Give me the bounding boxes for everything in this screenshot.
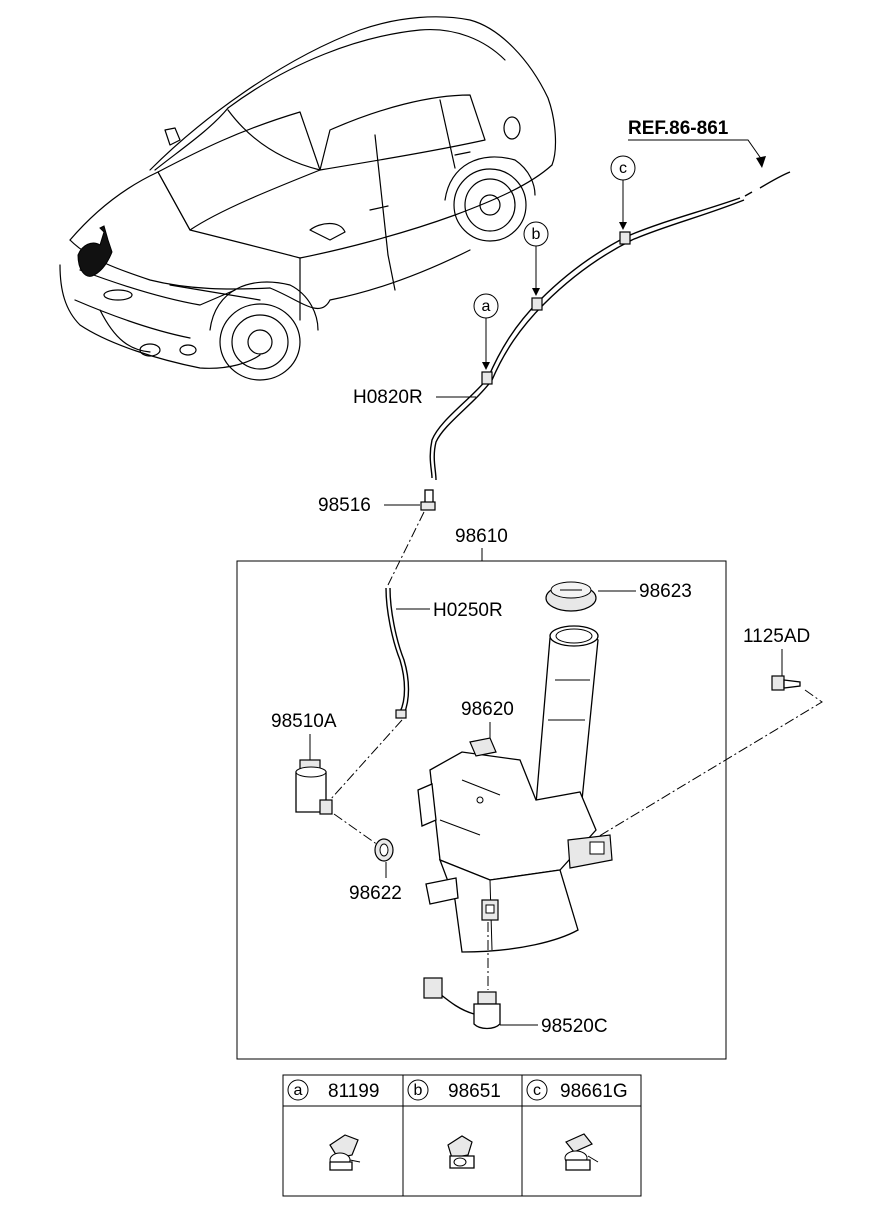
h0820r-label: H0820R xyxy=(353,387,423,408)
h0250r-label: H0250R xyxy=(433,600,503,621)
legend-part-b: 98651 xyxy=(448,1081,501,1102)
pump-label: 98510A xyxy=(271,711,337,732)
callout-c: c xyxy=(610,155,636,230)
clip-81199-drawing xyxy=(329,1134,361,1171)
reservoir-label: 98620 xyxy=(461,699,514,720)
legend-table: a 81199 b 98651 c 98661G xyxy=(282,1074,642,1197)
bolt-1125ad xyxy=(771,675,801,691)
ref-label: REF.86-861 xyxy=(628,118,729,139)
svg-text:a: a xyxy=(482,298,491,315)
legend-key-a: a xyxy=(294,1082,303,1099)
callout-a: a xyxy=(473,293,499,370)
clip-a xyxy=(481,371,493,385)
legend-part-a: 81199 xyxy=(328,1081,379,1102)
car-illustration xyxy=(59,16,557,381)
hose-h0250r xyxy=(385,587,410,719)
washer-pump-98510a xyxy=(295,759,333,815)
svg-text:b: b xyxy=(532,226,541,243)
bolt-label: 1125AD xyxy=(743,626,810,647)
svg-text:c: c xyxy=(619,160,627,177)
clip-98661g-drawing xyxy=(564,1133,599,1171)
legend-key-b: b xyxy=(414,1082,423,1099)
legend-part-c: 98661G xyxy=(560,1081,628,1102)
filler-cap-98623 xyxy=(545,581,597,612)
connector-label: 98516 xyxy=(318,495,371,516)
assembly-frame xyxy=(236,560,727,1060)
grommet-label: 98622 xyxy=(349,883,402,904)
cap-label: 98623 xyxy=(639,581,692,602)
hose-h0820r xyxy=(429,171,791,481)
clip-c xyxy=(619,231,631,245)
grommet-98622 xyxy=(374,838,394,862)
reservoir-98620 xyxy=(417,625,613,953)
clip-98651-drawing xyxy=(447,1135,475,1169)
level-sensor-98520c xyxy=(423,977,501,1030)
legend-key-c: c xyxy=(533,1082,541,1099)
connector-98516 xyxy=(420,489,436,511)
assembly-label: 98610 xyxy=(455,526,508,547)
clip-b xyxy=(531,297,543,311)
callout-b: b xyxy=(523,221,549,296)
sensor-label: 98520C xyxy=(541,1016,608,1037)
